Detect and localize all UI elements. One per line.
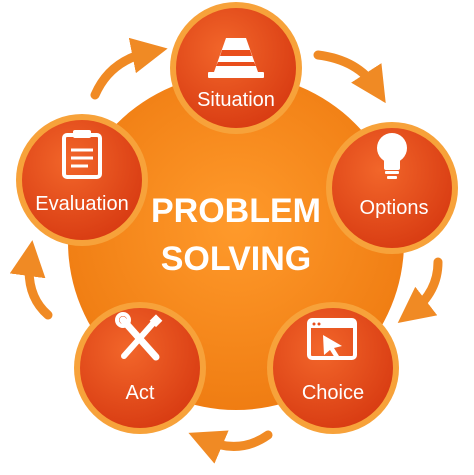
- step-label-evaluation: Evaluation: [35, 193, 128, 215]
- step-situation: Situation: [170, 2, 302, 134]
- step-choice: Choice: [267, 302, 399, 434]
- step-evaluation: Evaluation: [16, 114, 148, 246]
- step-label-act: Act: [126, 382, 155, 404]
- arrow-options-to-choice: [397, 257, 443, 323]
- clipboard-icon: [62, 130, 102, 179]
- step-label-choice: Choice: [302, 382, 364, 404]
- step-label-situation: Situation: [197, 89, 275, 111]
- wrench-screwdriver-icon: [115, 312, 163, 361]
- browser-cursor-icon: [307, 318, 357, 360]
- lightbulb-icon: [377, 133, 407, 179]
- step-label-options: Options: [360, 197, 429, 219]
- arrow-act-to-evaluation: [9, 240, 53, 320]
- step-act: Act: [74, 302, 206, 434]
- arrow-situation-to-options: [313, 50, 386, 104]
- arrow-evaluation-to-situation: [90, 37, 168, 100]
- center-title-line2: SOLVING: [161, 240, 312, 278]
- step-options: Options: [326, 122, 458, 254]
- cycle-arrows: [9, 37, 443, 464]
- traffic-cone-icon: [208, 38, 264, 78]
- arrow-choice-to-act: [188, 430, 273, 464]
- center-title-line1: PROBLEM: [151, 192, 321, 230]
